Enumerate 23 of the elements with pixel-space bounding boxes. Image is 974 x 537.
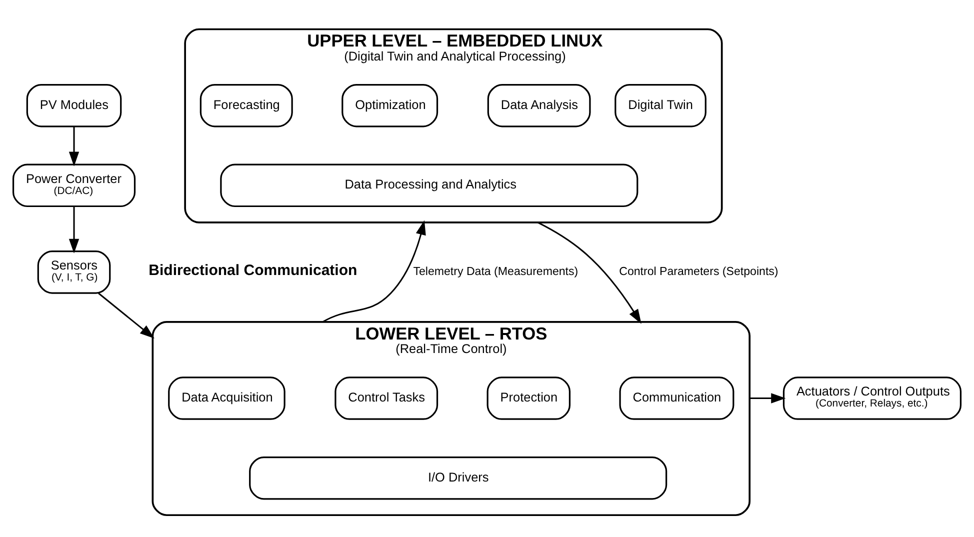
arrow — [98, 292, 154, 338]
node-box: Digital Twin — [614, 83, 706, 127]
arrow — [68, 126, 80, 166]
node-box: Power Converter (DC/AC) — [12, 163, 136, 207]
node-box: Actuators / Control Outputs (Converter, Relays, etc.) — [782, 376, 962, 420]
node-box: Optimization — [342, 83, 438, 127]
node-box: Data Processing and Analytics — [220, 163, 638, 207]
node-box: Sensors (V, I, T, G) — [37, 250, 111, 294]
node-box: Control Tasks — [334, 376, 438, 420]
node-box: Forecasting — [200, 83, 293, 127]
arrow — [68, 206, 80, 253]
edge-label: Control Parameters (Setpoints) — [619, 266, 778, 278]
node-box: PV Modules — [26, 83, 122, 127]
node-box: I/O Drivers — [249, 456, 668, 500]
node-box: Protection — [486, 376, 571, 420]
node-box: Communication — [619, 376, 734, 420]
node-box: Data Acquisition — [168, 376, 286, 420]
label: Bidirectional Communication — [148, 261, 358, 278]
arrow — [537, 221, 642, 324]
arrow — [750, 392, 786, 403]
edge-label: Telemetry Data (Measurements) — [413, 266, 578, 278]
node-box: Data Analysis — [487, 83, 591, 127]
arrow — [322, 220, 426, 322]
